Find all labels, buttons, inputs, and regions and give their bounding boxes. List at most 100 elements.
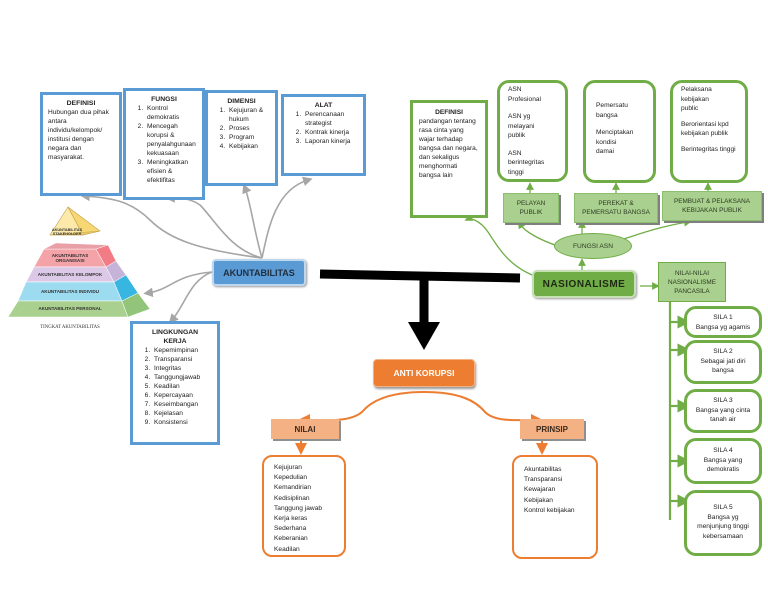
- nilai-item: Kejujuran: [274, 464, 302, 471]
- pembuat-detail-box: Pelaksana kebijakan public Berorientasi …: [670, 80, 748, 183]
- sila-title: SILA 2: [713, 348, 733, 355]
- prinsip-item: Kewajaran: [524, 486, 556, 494]
- prinsip-item: Akuntabilitas: [524, 466, 562, 473]
- fungsi-asn-node[interactable]: FUNGSI ASN: [554, 233, 632, 259]
- lingkungan-item: Kepemimpinan: [152, 346, 212, 355]
- nas-definisi-title: DEFINISI: [435, 109, 463, 116]
- sila-title: SILA 1: [713, 314, 733, 321]
- alat-list: Perencanaan strategist Kontrak kinerja L…: [289, 110, 358, 146]
- pyramid-caption: TINGKAT AKUNTABILITAS: [40, 325, 100, 331]
- detail-item: Berintegritas tinggi: [681, 145, 736, 153]
- lingkungan-item: Konsistensi: [152, 418, 212, 427]
- nas-definisi-text: pandangan tentang rasa cinta yang wajar …: [419, 118, 478, 179]
- nilai-item: Kerja keras: [274, 515, 308, 523]
- fungsi-title: FUNGSI: [151, 96, 177, 103]
- lingkungan-item: Integritas: [152, 364, 212, 373]
- detail-item: ASN berintegritas tinggi: [508, 149, 545, 176]
- link-dimensi: [242, 183, 263, 259]
- prinsip-item: Transparansi: [524, 476, 563, 484]
- lingkungan-item: Tanggungjawab: [152, 373, 212, 382]
- sila-3-box: SILA 3 Bangsa yang cinta tanah air: [684, 389, 762, 433]
- lingkungan-item: Keseimbangan: [152, 400, 212, 409]
- lingkungan-item: Transparansi: [152, 355, 212, 364]
- prinsip-item: Kontrol kebijakan: [524, 506, 575, 514]
- detail-item: Menciptakan kondisi damai: [596, 129, 634, 155]
- nasionalisme-node[interactable]: NASIONALISME: [532, 270, 636, 298]
- lingkungan-item: Keadilan: [152, 382, 212, 391]
- pelayan-publik-detail-box: ASN Profesional ASN yg melayani publik A…: [497, 80, 568, 182]
- nilai-item: Kedisiplinan: [274, 494, 310, 502]
- sila-5-box: SILA 5 Bangsa yg menjunjung tinggi keber…: [684, 490, 762, 556]
- sila-title: SILA 3: [713, 397, 733, 404]
- lingkungan-list: Kepemimpinan Transparansi Integritas Tan…: [138, 346, 212, 427]
- dimensi-item: Program: [227, 133, 270, 142]
- akuntabilitas-node[interactable]: AKUNTABILITAS: [212, 259, 306, 286]
- pyramid-label-personal: AKUNTABILITAS PERSONAL: [38, 306, 102, 312]
- nilai-nasionalisme-pancasila-node[interactable]: NILAI-NILAI NASIONALISME PANCASILA: [658, 262, 726, 302]
- akuntabilitas-definisi-box: DEFINISI Hubungan dua pihak antara indiv…: [40, 92, 122, 196]
- nilai-item: Kemandirian: [274, 484, 312, 492]
- detail-item: Berorientasi kpd kebijakan publik: [681, 120, 729, 138]
- pembuat-pelaksana-node[interactable]: PEMBUAT & PELAKSANA KEBIJAKAN PUBLIK: [662, 191, 762, 221]
- link-nilai: [298, 391, 425, 427]
- nilai-node[interactable]: NILAI: [271, 419, 339, 439]
- nilai-item: Keadilan: [274, 545, 300, 553]
- nilai-item: Kepedulian: [274, 474, 307, 482]
- fungsi-item: Meningkatkan efisien & efektifitas: [145, 158, 197, 185]
- link-fungsi: [165, 193, 263, 259]
- sila-text: Bangsa yang cinta tanah air: [695, 406, 751, 424]
- detail-item: Pelaksana kebijakan public: [681, 86, 712, 112]
- pyramid-label-organisasi: AKUNTABILITAS ORGANISASI: [51, 252, 89, 264]
- pyramid-label-kelompok: AKUNTABILITAS KELOMPOK: [37, 272, 103, 278]
- dimensi-item: Kebijakan: [227, 142, 270, 151]
- dimensi-title: DIMENSI: [227, 98, 256, 105]
- sila-text: Bangsa yang demokratis: [703, 456, 743, 474]
- nilai-item: Keberanian: [274, 535, 308, 543]
- nilai-item: Sederhana: [274, 525, 307, 533]
- prinsip-node[interactable]: PRINSIP: [520, 419, 584, 439]
- fungsi-item: Mencegah korupsi & penyalahgunaan kekuas…: [145, 122, 197, 158]
- link-nas-definisi: [464, 213, 541, 279]
- nilai-list-box: Kejujuran Kepedulian Kemandirian Kedisip…: [262, 455, 346, 557]
- prinsip-list-box: Akuntabilitas Transparansi Kewajaran Keb…: [512, 455, 598, 559]
- sila-4-box: SILA 4 Bangsa yang demokratis: [684, 438, 762, 484]
- definisi-text: Hubungan dua pihak antara individu/kelom…: [48, 109, 109, 161]
- nasionalisme-definisi-box: DEFINISI pandangan tentang rasa cinta ya…: [410, 100, 488, 218]
- akuntabilitas-alat-box: ALAT Perencanaan strategist Kontrak kine…: [281, 94, 366, 176]
- perekat-detail-box: Pemersatu bangsa Menciptakan kondisi dam…: [583, 80, 656, 183]
- lingkungan-title: LINGKUNGAN KERJA: [152, 329, 199, 345]
- lingkungan-item: Kejelasan: [152, 409, 212, 418]
- akuntabilitas-fungsi-box: FUNGSI Kontrol demokratis Mencegah korup…: [123, 88, 205, 200]
- detail-item: ASN Profesional: [508, 86, 541, 103]
- perekat-pemersatu-node[interactable]: PEREKAT & PEMERSATU BANGSA: [574, 193, 658, 223]
- pyramid-graphic: [7, 206, 151, 318]
- sila-1-box: SILA 1 Bangsa yg agamis: [684, 306, 762, 338]
- alat-title: ALAT: [314, 102, 333, 109]
- link-alat: [261, 176, 313, 259]
- sila-text: Bangsa yg menjunjung tinggi kebersamaan: [697, 513, 749, 540]
- detail-item: ASN yg melayani publik: [508, 113, 535, 139]
- down-arrow-head: [408, 322, 440, 350]
- fungsi-list: Kontrol demokratis Mencegah korupsi & pe…: [131, 104, 197, 185]
- lingkungan-item: Kepercayaan: [152, 391, 212, 400]
- alat-item: Perencanaan strategist: [303, 110, 358, 128]
- pyramid-label-individu: AKUNTABILITAS INDIVIDU: [40, 289, 99, 295]
- dimensi-item: Proses: [227, 124, 270, 133]
- dimensi-list: Kejujuran & hukum Proses Program Kebijak…: [213, 106, 270, 151]
- pelayan-publik-node[interactable]: PELAYAN PUBLIK: [503, 193, 559, 223]
- detail-item: Pemersatu bangsa: [596, 102, 628, 119]
- akuntabilitas-dimensi-box: DIMENSI Kejujuran & hukum Proses Program…: [205, 90, 278, 186]
- sila-title: SILA 5: [713, 504, 733, 511]
- akuntabilitas-lingkungan-box: LINGKUNGAN KERJA Kepemimpinan Transparan…: [130, 321, 220, 445]
- alat-item: Kontrak kinerja: [303, 128, 358, 137]
- dimensi-item: Kejujuran & hukum: [227, 106, 270, 124]
- link-lingkungan: [168, 271, 213, 324]
- nilai-item: Tanggung jawab: [274, 504, 323, 512]
- sila-text: Sebagai jati diri bangsa: [700, 357, 746, 375]
- definisi-title: DEFINISI: [66, 100, 96, 107]
- anti-korupsi-node[interactable]: ANTI KORUPSI: [373, 359, 475, 387]
- alat-item: Laporan kinerja: [303, 137, 358, 146]
- sila-title: SILA 4: [713, 447, 733, 454]
- fungsi-item: Kontrol demokratis: [145, 104, 197, 122]
- t-connector: [319, 269, 521, 283]
